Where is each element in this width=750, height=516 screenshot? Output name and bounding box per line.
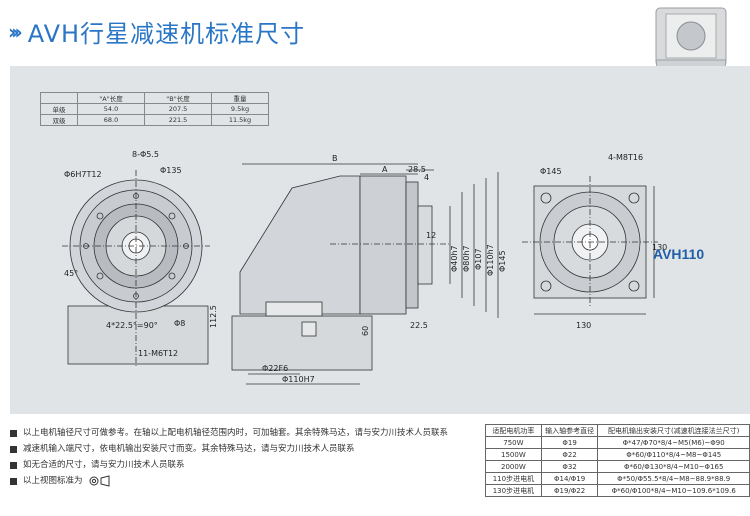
note-item: 以上视图标准为 [10,473,448,489]
dim-112-5: 112.5 [209,305,218,328]
dim-40h7: Φ40h7 [450,245,459,272]
mount-table-row: 1500W Φ22 Φ*60/Φ110*8/4~M8~Φ145 [485,448,750,461]
note-item: 如无合适的尺寸，请与安力川技术人员联系 [10,457,448,473]
dim-28-5: 28.5 [408,165,426,174]
rear-view-drawing [522,176,658,315]
mount-table-row: 2000W Φ32 Φ*60/Φ130*8/4~M10~Φ165 [485,460,750,473]
dim-22-5: 22.5 [410,321,428,330]
mount-table-row: 130步进电机 Φ19/Φ22 Φ*60/Φ100*8/4~M10~109.6*… [485,484,750,497]
dim-110h7: Φ110h7 [486,244,495,276]
mount-table-row: 110步进电机 Φ14/Φ19 Φ*50/Φ55.5*8/4~M8~88.9*8… [485,472,750,485]
dim-width-130: 130 [576,321,591,330]
dim-80h7: Φ80h7 [462,245,471,272]
dim-height-130: 130 [652,243,667,252]
model-label: AVH110 [653,246,705,262]
dim-12: 12 [426,231,436,240]
mount-table-header: 适配电机功率 输入轴参考直径 配电机输出安装尺寸(减速机连接法兰尺寸) [485,424,750,437]
note-item: 减速机输入端尺寸，依电机输出安装尺寸而变。其余特殊马达，请与安力川技术人员联系 [10,441,448,457]
mount-table-row: 750W Φ19 Φ*47/Φ70*8/4~M5(M6)~Φ90 [485,436,750,449]
dim-60: 60 [361,326,370,336]
side-view-drawing [231,163,499,385]
bullet-icon [10,429,17,437]
dim-b: B [332,154,338,163]
projection-symbol-icon [89,475,110,487]
dim-145: Φ145 [498,250,507,272]
spec-table-row: 单级 54.0 207.5 9.5kg [40,103,269,115]
spec-table: "A"长度 "B"长度 重量 单级 54.0 207.5 9.5kg 双级 68… [40,92,269,126]
dim-phi8: Φ8 [174,319,185,328]
bullet-icon [10,477,17,485]
front-view-drawing [62,170,210,366]
dim-angle-45: 45° [64,269,78,278]
bullet-icon [10,461,17,469]
dim-11-m6: 11-M6T12 [138,349,178,358]
dim-107: Φ107 [474,248,483,270]
spec-table-header: "A"长度 "B"长度 重量 [40,92,269,104]
note-item: 以上电机轴径尺寸可做参考。在轴以上配电机轴径范围内时，可加轴套。其余特殊马达，请… [10,425,448,441]
motor-mount-table: 适配电机功率 输入轴参考直径 配电机输出安装尺寸(减速机连接法兰尺寸) 750W… [485,424,750,497]
dim-pcd-135: Φ135 [160,166,182,175]
dim-angle-90: 4*22.5°=90° [106,321,158,330]
dim-110h7-bottom: Φ110H7 [282,375,315,384]
notes-list: 以上电机轴径尺寸可做参考。在轴以上配电机轴径范围内时，可加轴套。其余特殊马达，请… [10,425,448,489]
dim-shaft-hole: Φ6H7T12 [64,170,102,179]
technical-drawing-panel: "A"长度 "B"长度 重量 单级 54.0 207.5 9.5kg 双级 68… [10,66,750,414]
dim-a: A [382,165,388,174]
title-row: ››› AVH行星减速机标准尺寸 [8,14,305,49]
dim-rear-145: Φ145 [540,167,562,176]
dim-4-m8: 4-M8T16 [608,153,643,162]
spec-table-row: 双级 68.0 221.5 11.5kg [40,114,269,126]
drawing-svg: 8-Φ5.5 Φ135 Φ6H7T12 45° 4*22.5°=90° Φ8 1… [62,150,667,385]
double-chevron-icon: ››› [8,19,23,44]
bullet-icon [10,445,17,453]
page-title: AVH行星减速机标准尺寸 [27,20,306,48]
dim-8-holes: 8-Φ5.5 [132,150,159,159]
dim-22f6: Φ22F6 [262,364,288,373]
dim-4: 4 [424,173,429,182]
